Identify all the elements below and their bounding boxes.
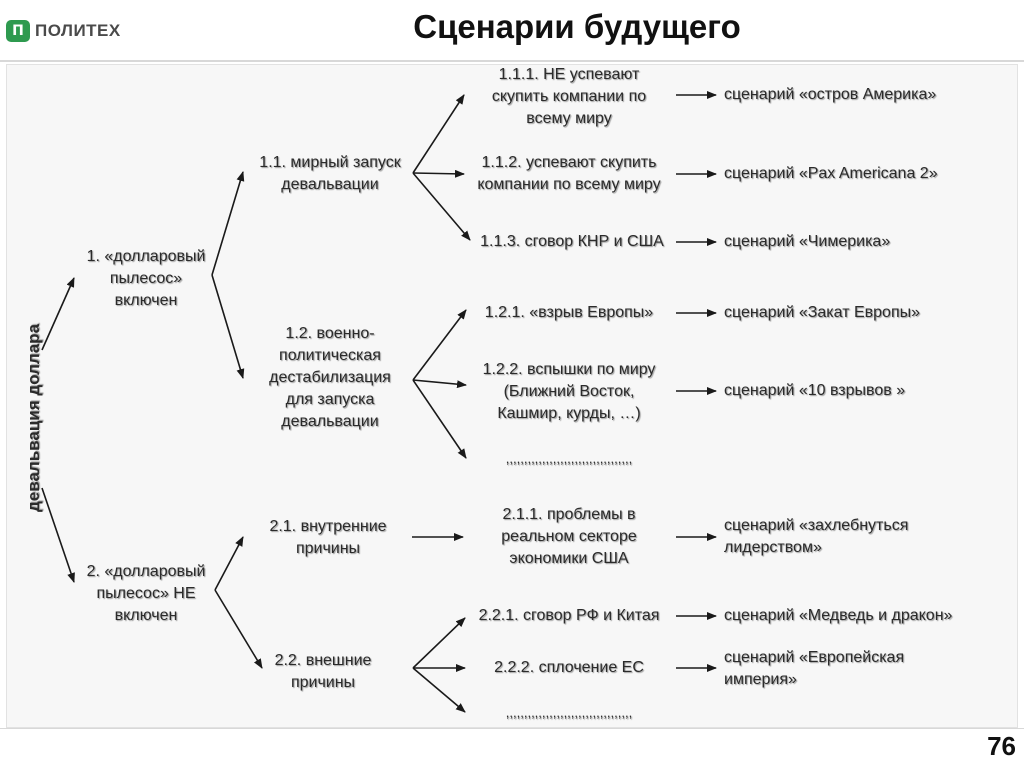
logo-text: ПОЛИТЕХ	[35, 21, 121, 40]
node-2-2-3-ellipsis: ,,,,,,,,,,,,,,,,,,,,,,,,,,,,,,,,,,,	[505, 705, 633, 720]
arrow-12-123	[412, 379, 467, 459]
footer-divider	[0, 728, 1024, 729]
node-2-2-2: 2.2.2. сплочение ЕС	[494, 659, 644, 676]
arrow-2-22	[214, 589, 263, 669]
node-1-1-3: 1.1.3. сговор КНР и США	[480, 233, 664, 250]
scenario-zakat-evropy: сценарий «Закат Европы»	[724, 304, 920, 321]
node-1-2-2: 1.2.2. вспышки по миру(Ближний Восток,Ка…	[482, 361, 656, 422]
scenario-medved-i-drakon: сценарий «Медведь и дракон»	[724, 607, 953, 624]
politech-logo: Π ПОЛИТЕХ	[6, 20, 121, 42]
header-divider	[0, 60, 1024, 62]
arrow-12-121	[412, 309, 467, 381]
arrow-11-111	[412, 94, 465, 174]
node-1-2-1: 1.2.1. «взрыв Европы»	[484, 304, 654, 321]
arrow-12-122	[412, 379, 467, 389]
scenario-ostrov-amerika: сценарий «остров Америка»	[724, 86, 937, 103]
scenario-10-vzryvov: сценарий «10 взрывов »	[724, 382, 906, 399]
arrow-2-21	[214, 536, 244, 591]
arrow-11-113	[412, 172, 471, 241]
arrow-1-11	[211, 171, 245, 276]
scenario-pax-americana: сценарий «Pax Americana 2»	[724, 165, 938, 182]
diagram-panel	[6, 64, 1018, 728]
scenario-chimerika: сценарий «Чимерика»	[724, 233, 891, 250]
arrow-1-12	[211, 274, 245, 379]
arrow-root-2	[41, 487, 75, 583]
node-1-2-3-ellipsis: ,,,,,,,,,,,,,,,,,,,,,,,,,,,,,,,,,,,	[505, 451, 633, 466]
arrow-22-221	[412, 617, 466, 669]
page-title: Сценарии будущего	[413, 8, 741, 45]
logo-mark-icon: Π	[6, 20, 30, 42]
root-label: девальвация доллара	[24, 323, 43, 513]
arrow-root-1	[41, 277, 75, 351]
node-2-2-1: 2.2.1. сговор РФ и Китая	[478, 607, 660, 624]
arrow-11-112	[412, 169, 465, 178]
page-number: 76	[987, 731, 1016, 761]
arrow-22-223	[412, 667, 466, 713]
